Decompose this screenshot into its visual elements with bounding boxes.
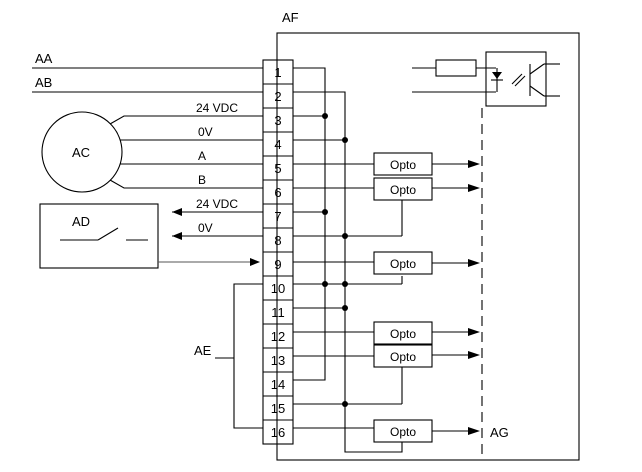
signal-8-label: 0V <box>198 221 213 235</box>
terminal-1-label: 1 <box>274 65 281 80</box>
wire-3 <box>109 115 263 125</box>
opto-9-label: Opto <box>390 257 416 271</box>
label-ag: AG <box>490 425 509 440</box>
opto-16-label: Opto <box>390 425 416 439</box>
label-ae: AE <box>194 343 212 358</box>
arrow-9-in <box>250 258 260 266</box>
opto-12-label: Opto <box>390 327 416 341</box>
switch-ad <box>39 203 159 269</box>
terminal-16-label: 16 <box>271 425 285 440</box>
junction-3 <box>322 113 328 119</box>
opto-5: Opto <box>373 152 480 176</box>
terminal-7-label: 7 <box>274 209 281 224</box>
junction-11 <box>342 305 348 311</box>
terminal-6-label: 6 <box>274 185 281 200</box>
terminal-13-label: 13 <box>271 353 285 368</box>
optocoupler-symbol <box>412 51 560 107</box>
arrow-7 <box>172 208 182 216</box>
junction-8 <box>342 233 348 239</box>
signal-5-label: A <box>198 149 206 163</box>
label-aa: AA <box>35 51 53 66</box>
terminal-15-label: 15 <box>271 401 285 416</box>
switch-contact <box>97 227 119 241</box>
opto-9: Opto <box>373 251 480 275</box>
enclosure-af <box>276 32 580 461</box>
opto-6-label: Opto <box>390 183 416 197</box>
opto-5-label: Opto <box>390 158 416 172</box>
wire-6 <box>109 179 263 189</box>
junction-4 <box>342 137 348 143</box>
encoder-ac <box>41 111 123 193</box>
optocoupler-box <box>485 51 547 107</box>
resistor-symbol <box>435 59 477 77</box>
junction-10b <box>342 281 348 287</box>
light-arrow <box>511 73 523 85</box>
opto-6: Opto <box>373 177 480 201</box>
terminal-block: 1 2 3 4 5 6 7 8 9 10 11 12 13 14 15 16 <box>262 59 294 445</box>
label-ad: AD <box>72 214 90 229</box>
junction-15 <box>342 401 348 407</box>
terminal-14-label: 14 <box>271 377 285 392</box>
bus-0v <box>293 91 403 453</box>
terminal-5-label: 5 <box>274 161 281 176</box>
label-ab: AB <box>35 75 52 90</box>
bus-24v <box>293 67 326 381</box>
opto-13-label: Opto <box>390 350 416 364</box>
junction-7 <box>322 209 328 215</box>
bracket-ae <box>233 283 263 429</box>
label-ac: AC <box>72 145 90 160</box>
opto-13: Opto <box>373 344 480 368</box>
terminal-2-label: 2 <box>274 89 281 104</box>
arrow-8 <box>172 232 182 240</box>
terminal-12-label: 12 <box>271 329 285 344</box>
signal-4-label: 0V <box>198 125 213 139</box>
terminal-10-label: 10 <box>271 281 285 296</box>
signal-7-label: 24 VDC <box>196 197 238 211</box>
terminal-3-label: 3 <box>274 113 281 128</box>
opto-16: Opto <box>373 419 480 443</box>
opto-12: Opto <box>373 321 480 345</box>
terminal-4-label: 4 <box>274 137 281 152</box>
junction-10a <box>322 281 328 287</box>
terminal-8-label: 8 <box>274 233 281 248</box>
terminal-11-label: 11 <box>271 305 285 320</box>
label-af: AF <box>282 10 299 25</box>
signal-3-label: 24 VDC <box>196 101 238 115</box>
signal-6-label: B <box>198 173 206 187</box>
terminal-9-label: 9 <box>274 257 281 272</box>
